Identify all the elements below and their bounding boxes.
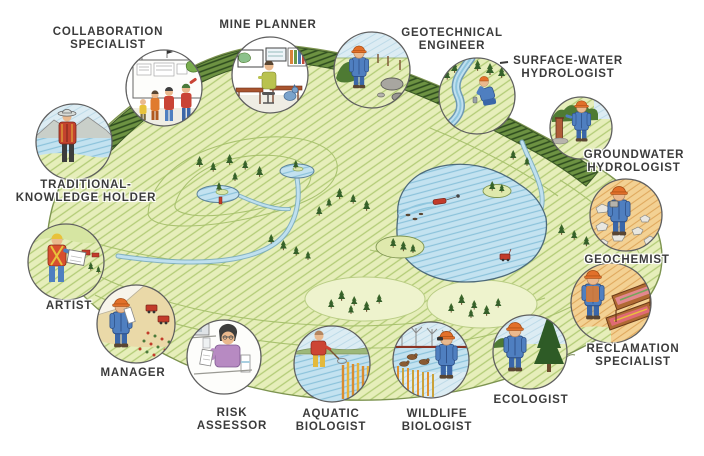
- grove-patch: [304, 276, 426, 322]
- label-line: HYDROLOGIST: [521, 68, 615, 80]
- label-line: RISK: [216, 407, 248, 419]
- planner-person: [258, 60, 277, 104]
- wading-biologist: [310, 330, 347, 367]
- knowledge-holder-person: [57, 109, 77, 162]
- assessor-person: [199, 323, 241, 368]
- collaboration-specialist-vignette: [125, 49, 203, 127]
- label-manager: MANAGER: [100, 367, 165, 380]
- label-reclamation-specialist: RECLAMATION SPECIALIST: [587, 343, 680, 369]
- kneeling-hydrologist: [472, 76, 497, 106]
- landscape: [46, 44, 663, 401]
- site-marker: [218, 196, 223, 205]
- label-line: BIOLOGIST: [401, 421, 473, 433]
- label-artist: ARTIST: [46, 300, 92, 313]
- label-line: SURFACE-WATER: [513, 55, 623, 67]
- sketchpad: [66, 249, 87, 266]
- label-line: WILDLIFE: [406, 408, 468, 420]
- artist-person: [47, 233, 87, 282]
- label-line: GEOTECHNICAL: [401, 27, 503, 39]
- label-risk-assessor: RISK ASSESSOR: [197, 407, 267, 433]
- spruce-tree: [534, 315, 564, 372]
- boulder: [380, 77, 404, 91]
- ducks: [399, 353, 430, 367]
- safety-vest: [586, 286, 599, 302]
- label-line: GEOCHEMIST: [584, 254, 670, 266]
- graduated-cylinder: [240, 354, 251, 373]
- rock-sample: [609, 200, 619, 208]
- label-traditional-knowledge-holder: TRADITIONAL- KNOWLEDGE HOLDER: [16, 179, 157, 205]
- lake-island: [482, 184, 512, 198]
- traditional-knowledge-holder-vignette: [35, 103, 113, 181]
- label-geochemist: GEOCHEMIST: [584, 254, 669, 267]
- label-aquatic-biologist: AQUATIC BIOLOGIST: [296, 408, 366, 434]
- label-mine-planner: MINE PLANNER: [219, 19, 316, 32]
- ponds: [196, 160, 315, 203]
- label-line: COLLABORATION: [52, 26, 164, 38]
- label-ecologist: ECOLOGIST: [494, 394, 569, 407]
- surface-water-hydrologist-vignette: [438, 57, 516, 135]
- binoculars: [437, 337, 443, 341]
- lake: [375, 163, 548, 283]
- monitoring-well: [555, 117, 563, 140]
- label-line: HYDROLOGIST: [587, 162, 681, 174]
- geotechnical-engineer-vignette: [333, 31, 411, 109]
- label-line: SPECIALIST: [70, 39, 146, 51]
- label-line: MANAGER: [100, 367, 166, 379]
- truck: [499, 248, 512, 262]
- label-wildlife-biologist: WILDLIFE BIOLOGIST: [402, 408, 472, 434]
- lake-island: [375, 235, 425, 259]
- label-groundwater-hydrologist: GROUNDWATER HYDROLOGIST: [584, 149, 685, 175]
- label-line: ARTIST: [45, 300, 93, 312]
- dog: [283, 84, 299, 101]
- label-line: AQUATIC: [302, 408, 360, 420]
- haul-trucks: [145, 304, 170, 325]
- label-collaboration-specialist: COLLABORATION SPECIALIST: [53, 26, 163, 52]
- label-line: ENGINEER: [418, 40, 486, 52]
- label-line: ECOLOGIST: [493, 394, 569, 406]
- label-line: BIOLOGIST: [295, 421, 367, 433]
- boat: [397, 194, 460, 220]
- label-line: SPECIALIST: [595, 356, 671, 368]
- seedling-trays: [605, 280, 651, 331]
- geochemist-vignette: [589, 178, 663, 252]
- label-leader-dash: [499, 61, 509, 64]
- label-line: TRADITIONAL-: [40, 179, 132, 191]
- meeting-people: [139, 78, 197, 121]
- label-line: MINE PLANNER: [219, 19, 317, 31]
- label-line: ASSESSOR: [196, 420, 268, 432]
- groundwater-hydrologist-vignette: [549, 96, 613, 160]
- label-geotechnical-engineer: GEOTECHNICAL ENGINEER: [401, 27, 503, 53]
- ducks: [405, 212, 424, 221]
- label-line: RECLAMATION: [586, 343, 680, 355]
- wildlife-biologist-vignette: [392, 321, 470, 399]
- risk-assessor-vignette: [186, 319, 262, 395]
- seedling-rows: [138, 331, 171, 357]
- rolled-plans: [123, 306, 136, 325]
- label-line: GROUNDWATER: [583, 149, 685, 161]
- streams: [115, 139, 545, 265]
- label-surface-water-hydrologist: SURFACE-WATER HYDROLOGIST: [513, 55, 623, 81]
- label-line: KNOWLEDGE HOLDER: [15, 192, 157, 204]
- aquatic-biologist-vignette: [293, 325, 371, 403]
- report-sheets: [199, 348, 214, 367]
